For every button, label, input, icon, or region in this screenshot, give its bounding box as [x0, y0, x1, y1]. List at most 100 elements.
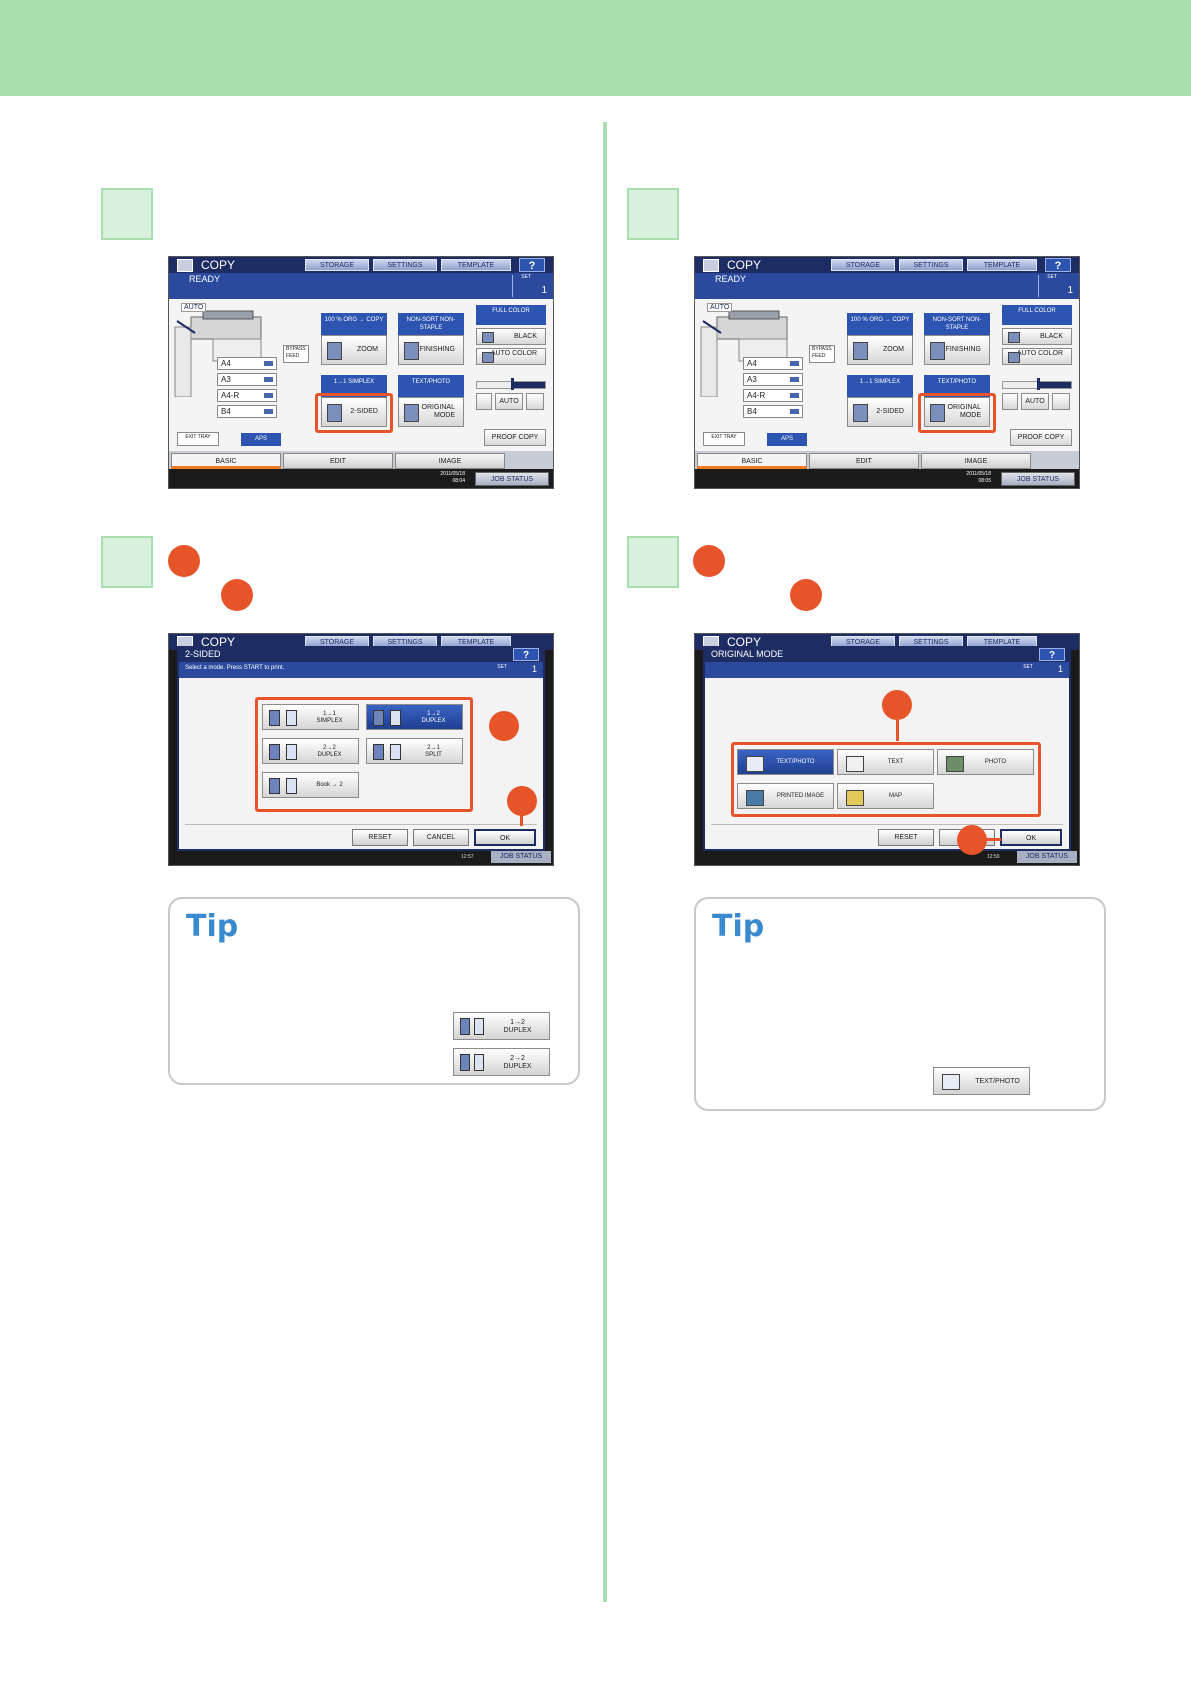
tab-edit[interactable]: EDIT [283, 453, 393, 469]
density-darker-button[interactable] [526, 393, 544, 410]
job-status-button[interactable]: JOB STATUS [475, 472, 549, 486]
aps-button[interactable]: APS [241, 433, 281, 446]
tab-image[interactable]: IMAGE [395, 453, 505, 469]
density-auto-button[interactable]: AUTO [1021, 393, 1049, 410]
tab-basic[interactable]: BASIC [171, 453, 281, 469]
black-button-label: BLACK [1040, 333, 1063, 340]
time-text: 08:05 [978, 478, 991, 484]
template-button[interactable]: TEMPLATE [967, 636, 1037, 648]
help-button[interactable]: ? [1039, 648, 1065, 661]
option-top-label: 1→2 [427, 711, 440, 717]
option-book-2[interactable]: Book → 2 [262, 772, 359, 798]
template-button[interactable]: TEMPLATE [967, 259, 1037, 271]
two-sided-icon [327, 404, 342, 422]
two-sided-button[interactable]: 2-SIDED [847, 397, 913, 427]
zoom-button[interactable]: ZOOM [321, 335, 387, 365]
two-sided-icon [853, 404, 868, 422]
job-status-button[interactable]: JOB STATUS [491, 851, 551, 863]
footer-time: 12:57 [461, 854, 474, 860]
tray-b4[interactable]: B4 [217, 405, 277, 418]
density-slider[interactable] [1002, 378, 1072, 390]
job-status-button[interactable]: JOB STATUS [1017, 851, 1077, 863]
two-sided-button[interactable]: 2-SIDED [321, 397, 387, 427]
proof-copy-button[interactable]: PROOF COPY [1010, 429, 1072, 446]
settings-button[interactable]: SETTINGS [373, 259, 437, 271]
help-button[interactable]: ? [513, 648, 539, 661]
dialog-separator [711, 824, 1063, 825]
options-highlight [731, 742, 1041, 817]
auto-color-button[interactable]: AUTO COLOR [1002, 348, 1072, 365]
copy-icon [177, 259, 193, 272]
reset-button[interactable]: RESET [352, 829, 408, 846]
density-knob[interactable] [511, 378, 514, 390]
cancel-button[interactable]: CANCEL [413, 829, 469, 846]
exit-tray-button[interactable]: EXIT TRAY [703, 432, 745, 446]
tip-button-top: 2→2 [510, 1055, 525, 1062]
black-icon [1008, 332, 1020, 343]
finishing-button[interactable]: FINISHING [398, 335, 464, 365]
help-button[interactable]: ? [519, 258, 545, 272]
tip-box-right: Tip TEXT/PHOTO [694, 897, 1106, 1111]
black-button[interactable]: BLACK [476, 328, 546, 345]
instruction-text: Select a mode. Press START to print. [185, 665, 285, 671]
tab-edit[interactable]: EDIT [809, 453, 919, 469]
dialog-separator [185, 824, 537, 825]
bypass-feed-button[interactable]: BYPASS FEED [283, 345, 309, 363]
tray-a4r[interactable]: A4-R [743, 389, 803, 402]
tab-basic[interactable]: BASIC [697, 453, 807, 469]
aps-button[interactable]: APS [767, 433, 807, 446]
reset-button[interactable]: RESET [878, 829, 934, 846]
ok-button[interactable]: OK [1000, 829, 1062, 846]
density-lighter-button[interactable] [1002, 393, 1018, 410]
two-sided-dialog: 2-SIDED ? Select a mode. Press START to … [177, 646, 545, 851]
proof-copy-button[interactable]: PROOF COPY [484, 429, 546, 446]
storage-button[interactable]: STORAGE [305, 259, 369, 271]
option-map[interactable]: MAP [837, 783, 934, 809]
full-color-button[interactable]: FULL COLOR [1002, 305, 1072, 325]
exit-tray-button[interactable]: EXIT TRAY [177, 432, 219, 446]
two-sided-highlight [315, 393, 393, 433]
option-bottom-label: SIMPLEX [316, 718, 343, 724]
option-label: Book → 2 [316, 782, 343, 788]
settings-button[interactable]: SETTINGS [899, 259, 963, 271]
density-darker-button[interactable] [1052, 393, 1070, 410]
option-printed-image[interactable]: PRINTED IMAGE [737, 783, 834, 809]
tray-a4[interactable]: A4 [743, 357, 803, 370]
density-lighter-button[interactable] [476, 393, 492, 410]
density-slider[interactable] [476, 378, 546, 390]
date-text: 2011/05/18 [966, 471, 991, 477]
ok-button[interactable]: OK [474, 829, 536, 846]
job-status-button[interactable]: JOB STATUS [1001, 472, 1075, 486]
callout-marker [790, 579, 822, 611]
option-text-photo[interactable]: TEXT/PHOTO [737, 749, 834, 775]
tray-a4[interactable]: A4 [217, 357, 277, 370]
option-text[interactable]: TEXT [837, 749, 934, 775]
tray-b4[interactable]: B4 [743, 405, 803, 418]
option-photo[interactable]: PHOTO [937, 749, 1034, 775]
step-box-right-2 [627, 536, 679, 588]
original-mode-button[interactable]: ORIGINAL MODE [398, 397, 464, 427]
density-knob[interactable] [1037, 378, 1040, 390]
finishing-button[interactable]: FINISHING [924, 335, 990, 365]
black-button[interactable]: BLACK [1002, 328, 1072, 345]
bypass-feed-button[interactable]: BYPASS FEED [809, 345, 835, 363]
tray-a3[interactable]: A3 [217, 373, 277, 386]
density-auto-button[interactable]: AUTO [495, 393, 523, 410]
tray-a4r[interactable]: A4-R [217, 389, 277, 402]
tab-image[interactable]: IMAGE [921, 453, 1031, 469]
full-color-button[interactable]: FULL COLOR [476, 305, 546, 325]
auto-color-button[interactable]: AUTO COLOR [476, 348, 546, 365]
zoom-button[interactable]: ZOOM [847, 335, 913, 365]
tip-button-bottom: DUPLEX [503, 1063, 532, 1070]
original-mode-button[interactable]: ORIGINAL MODE [924, 397, 990, 427]
help-button[interactable]: ? [1045, 258, 1071, 272]
text-photo-icon [942, 1074, 960, 1090]
zoom-icon [853, 342, 868, 360]
storage-button[interactable]: STORAGE [831, 259, 895, 271]
tray-a3[interactable]: A3 [743, 373, 803, 386]
template-button[interactable]: TEMPLATE [441, 259, 511, 271]
